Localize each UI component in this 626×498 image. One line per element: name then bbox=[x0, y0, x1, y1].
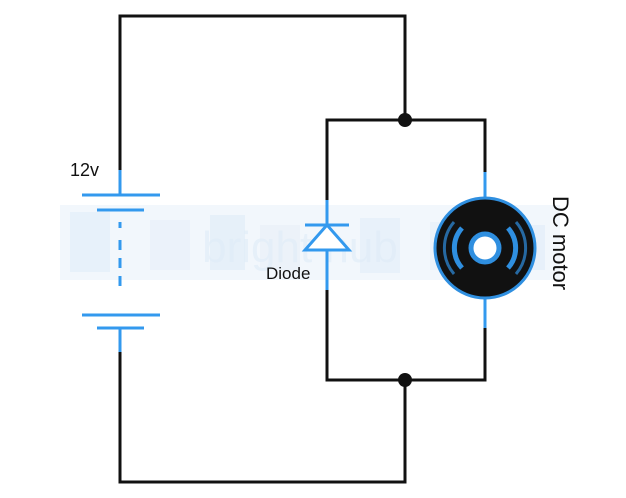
motor-label: DC motor bbox=[548, 196, 573, 290]
outer-wire-loop bbox=[118, 14, 407, 484]
watermark-text: bright hub bbox=[202, 223, 398, 272]
dc-motor-symbol bbox=[433, 172, 537, 328]
diode-symbol bbox=[301, 200, 353, 290]
junction-dot-bottom bbox=[398, 373, 412, 387]
battery-voltage-label: 12v bbox=[70, 160, 99, 180]
diode-label: Diode bbox=[266, 264, 310, 283]
battery-symbol bbox=[82, 170, 160, 352]
junction-dot-top bbox=[398, 113, 412, 127]
